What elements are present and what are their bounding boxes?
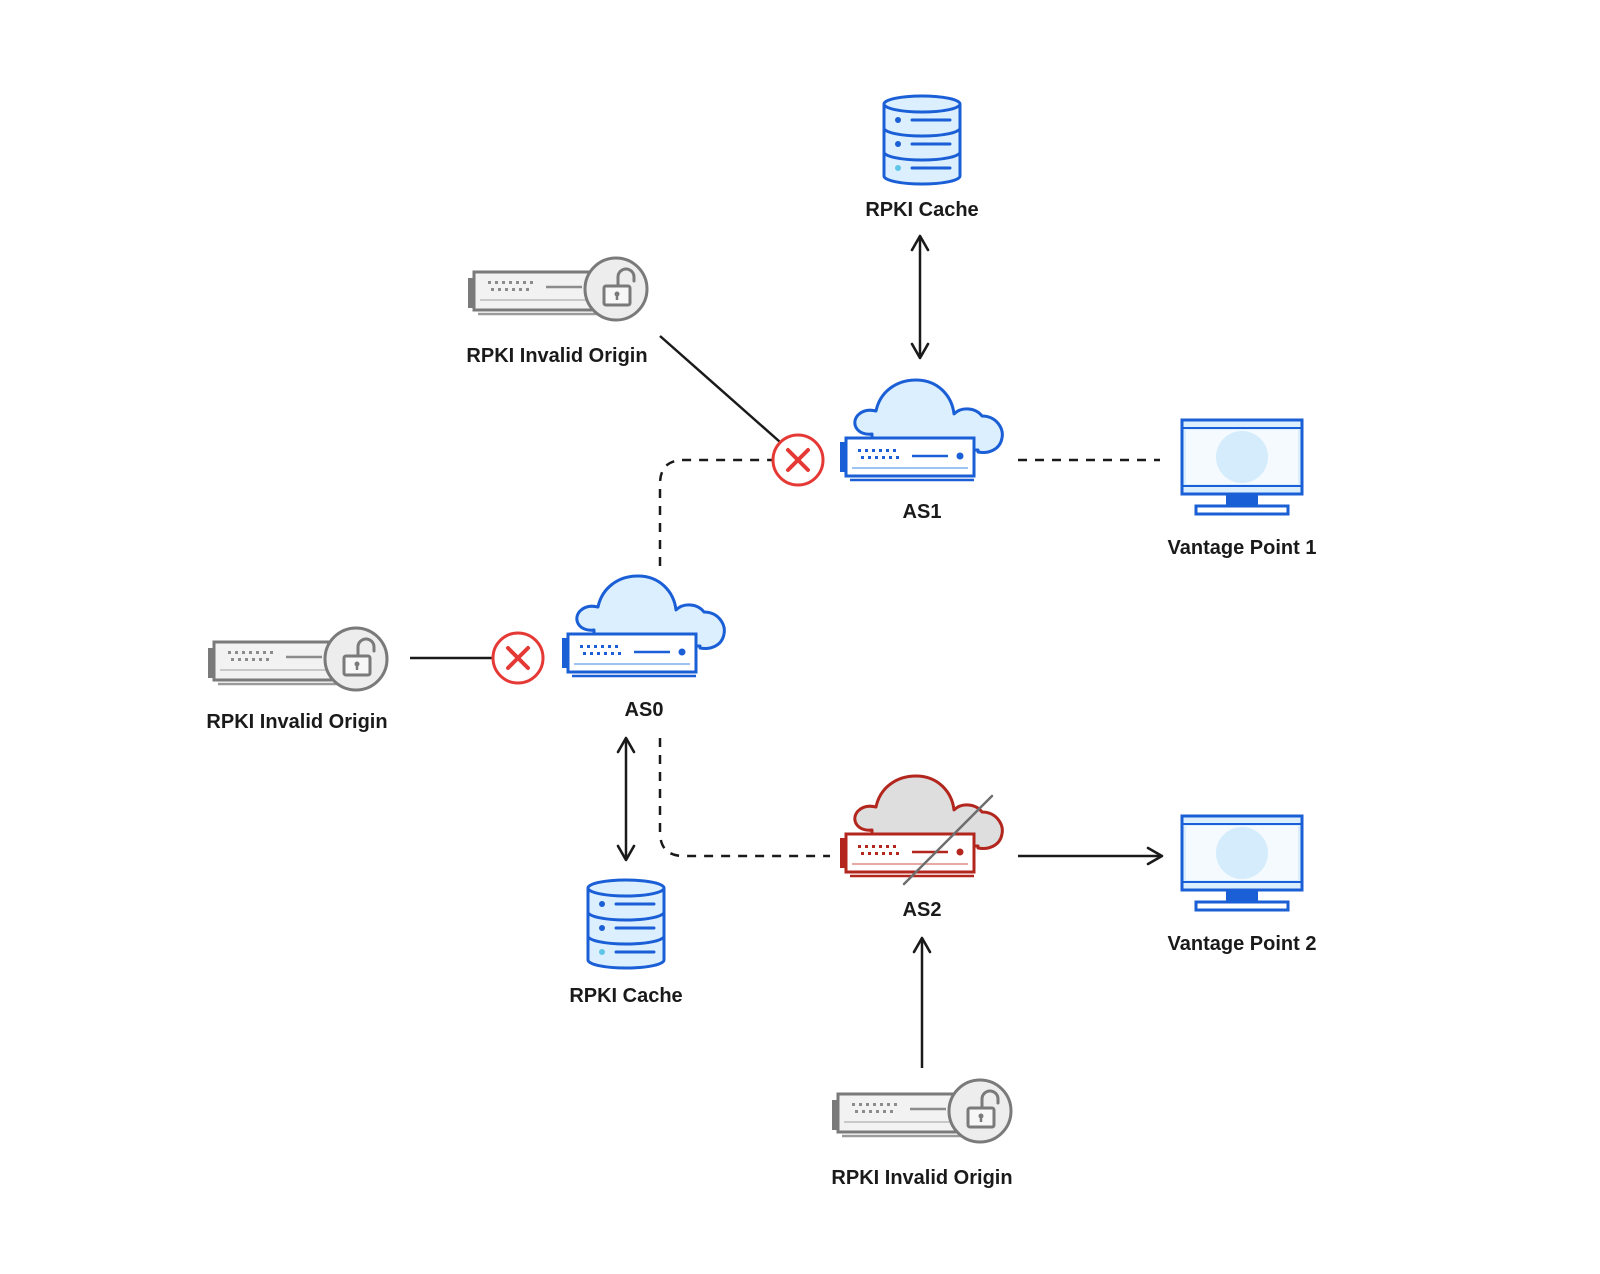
invalid-origin-left-label: RPKI Invalid Origin [206,711,388,733]
as1-label: AS1 [902,501,942,523]
rpki-cache-bottom-icon [586,878,666,970]
rpki-cache-top-icon [882,94,962,186]
edge-as0-as2 [658,738,830,858]
x-circle-icon [771,433,825,487]
x-circle-icon [491,631,545,685]
vantage-point-2-icon [1180,814,1304,912]
as0-icon [560,574,726,678]
as1-icon [838,378,1004,482]
edge-invalid-origin-as1 [659,335,781,443]
vantage-point-1-icon [1180,418,1304,516]
invalid-origin-bottom-label: RPKI Invalid Origin [831,1167,1013,1189]
as2-icon [838,774,1004,886]
vantage-point-2-label: Vantage Point 2 [1167,933,1317,955]
rpki-cache-bottom-label: RPKI Cache [569,985,683,1007]
as2-label: AS2 [902,899,942,921]
invalid-origin-top-label: RPKI Invalid Origin [466,345,648,367]
invalid-origin-left-icon [206,626,389,692]
invalid-origin-bottom-icon [830,1078,1013,1144]
as0-label: AS0 [624,699,664,721]
edge-as0-as1 [658,458,772,566]
rpki-cache-top-label: RPKI Cache [865,199,979,221]
vantage-point-1-label: Vantage Point 1 [1167,537,1317,559]
invalid-origin-top-icon [466,256,649,322]
